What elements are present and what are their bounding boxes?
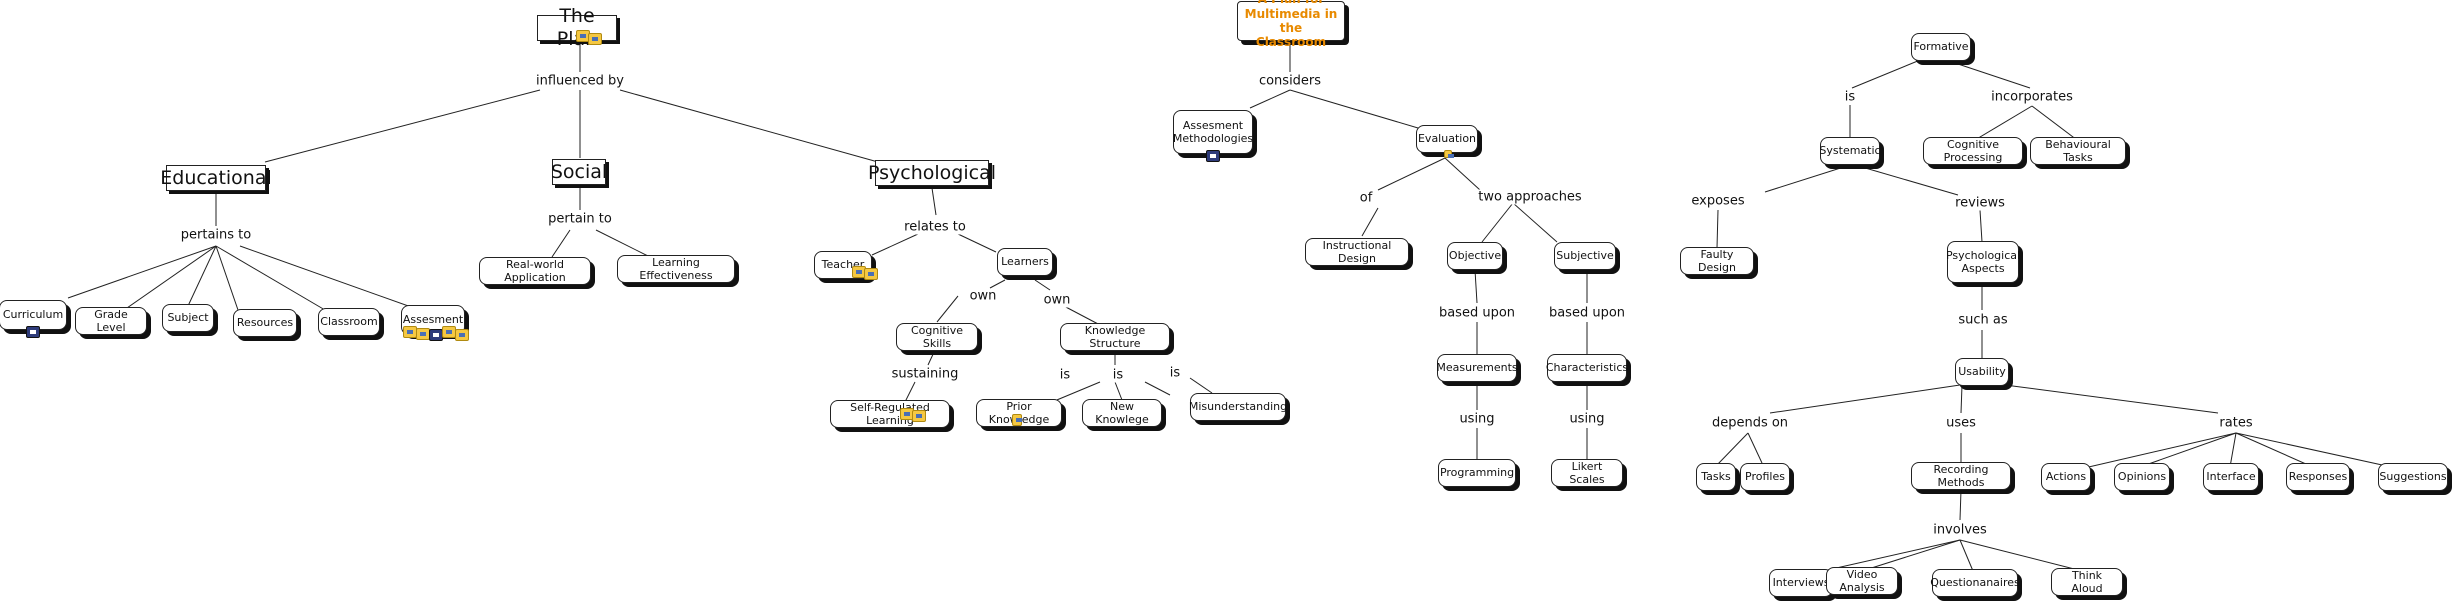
resource-icon[interactable] (912, 410, 926, 422)
concept-interface[interactable]: Interface (2203, 463, 2259, 491)
concept-cognitive-processing[interactable]: Cognitive Processing (1923, 137, 2023, 165)
link-based-upon-1: based upon (1436, 305, 1518, 321)
link-such-as: such as (1956, 312, 2010, 328)
concept-profiles[interactable]: Profiles (1740, 463, 1790, 491)
concept-learning-effectiveness[interactable]: Learning Effectiveness (617, 255, 735, 283)
resource-icon[interactable] (588, 33, 602, 45)
concept-objective[interactable]: Objective (1447, 242, 1503, 270)
concept-usability[interactable]: Usability (1955, 358, 2009, 386)
resource-icon[interactable] (429, 329, 443, 341)
link-two-approaches: two approaches (1476, 189, 1584, 205)
link-using-1: using (1457, 411, 1497, 427)
link-own-1: own (967, 288, 999, 304)
link-considers: considers (1256, 73, 1324, 89)
resource-icon[interactable] (1206, 150, 1220, 162)
resource-icon[interactable] (455, 329, 469, 341)
link-depends-on: depends on (1709, 415, 1791, 431)
concept-opinions[interactable]: Opinions (2114, 463, 2170, 491)
concept-formative[interactable]: Formative (1911, 33, 1971, 61)
concept-likert-scales[interactable]: Likert Scales (1551, 459, 1623, 487)
link-is-4: is (1842, 89, 1858, 105)
concept-tasks[interactable]: Tasks (1696, 463, 1736, 491)
link-of: of (1357, 190, 1375, 206)
concept-social[interactable]: Social (551, 159, 607, 185)
concept-self-regulated-learning[interactable]: Self-Regulated Learning (830, 400, 950, 428)
link-pertains-to: pertains to (178, 227, 254, 243)
concept-programming[interactable]: Programming (1438, 459, 1516, 487)
concept-new-knowledge[interactable]: New Knowlege (1082, 399, 1162, 427)
link-is-2: is (1110, 367, 1126, 383)
concept-systematic[interactable]: Systematic (1819, 137, 1881, 165)
link-involves: involves (1931, 522, 1989, 538)
resource-icon[interactable] (26, 326, 40, 338)
concept-assessment-methodologies[interactable]: Assesment Methodologies (1173, 110, 1253, 154)
link-influenced-by: influenced by (534, 73, 626, 89)
concept-knowledge-structure[interactable]: Knowledge Structure (1060, 323, 1170, 351)
concept-multimedia-plan[interactable]: A Plan for Multimedia in the Classroom (1237, 0, 1345, 49)
concept-measurements[interactable]: Measurements (1436, 354, 1518, 382)
concept-instructional-design[interactable]: Instructional Design (1305, 238, 1409, 266)
concept-responses[interactable]: Responses (2286, 463, 2350, 491)
link-own-2: own (1041, 292, 1073, 308)
concept-real-world-application[interactable]: Real-world Application (479, 257, 591, 285)
concept-educational[interactable]: Educational (160, 165, 272, 191)
concept-actions[interactable]: Actions (2041, 463, 2091, 491)
concept-psychological-aspects[interactable]: Psychological Aspects (1946, 241, 2020, 283)
concept-evaluation[interactable]: Evaluation (1416, 125, 1478, 153)
resource-icon[interactable] (1444, 150, 1454, 158)
concept-psychological[interactable]: Psychological (868, 160, 996, 186)
link-using-2: using (1567, 411, 1607, 427)
resource-icon[interactable] (864, 268, 878, 280)
concept-think-aloud[interactable]: Think Aloud (2051, 568, 2123, 596)
link-relates-to: relates to (902, 219, 968, 235)
resource-icon[interactable] (1012, 414, 1022, 426)
concept-subject[interactable]: Subject (162, 304, 214, 332)
concept-questionnaires[interactable]: Questionanaires (1930, 569, 2020, 597)
link-incorporates: incorporates (1989, 89, 2075, 105)
link-uses: uses (1944, 415, 1978, 431)
concept-behavioural-tasks[interactable]: Behavioural Tasks (2030, 137, 2126, 165)
concept-classroom[interactable]: Classroom (318, 308, 380, 336)
link-exposes: exposes (1689, 193, 1747, 209)
link-reviews: reviews (1953, 195, 2007, 211)
concept-misunderstanding[interactable]: Misunderstanding (1189, 393, 1287, 421)
link-is-1: is (1057, 367, 1073, 383)
concept-characteristics[interactable]: Characteristics (1546, 354, 1628, 382)
link-sustaining: sustaining (889, 366, 961, 382)
link-based-upon-2: based upon (1546, 305, 1628, 321)
resource-icon[interactable] (416, 328, 430, 340)
concept-video-analysis[interactable]: Video Analysis (1826, 567, 1898, 595)
concept-learners[interactable]: Learners (997, 248, 1053, 276)
concept-subjective[interactable]: Subjective (1554, 242, 1616, 270)
concept-suggestions[interactable]: Suggestions (2378, 463, 2448, 491)
concept-resources[interactable]: Resources (233, 309, 297, 337)
resource-icon[interactable] (403, 326, 417, 338)
link-pertain-to: pertain to (546, 211, 614, 227)
concept-assesment[interactable]: Assesment (401, 305, 465, 335)
concept-recording-methods[interactable]: Recording Methods (1911, 462, 2011, 490)
concept-cognitive-skills[interactable]: Cognitive Skills (896, 323, 978, 351)
resource-icon[interactable] (442, 326, 456, 338)
concept-interviews[interactable]: Interviews (1769, 569, 1833, 597)
concept-grade-level[interactable]: Grade Level (75, 307, 147, 335)
concept-faulty-design[interactable]: Faulty Design (1680, 247, 1754, 275)
link-is-3: is (1167, 365, 1183, 381)
link-rates: rates (2217, 415, 2255, 431)
